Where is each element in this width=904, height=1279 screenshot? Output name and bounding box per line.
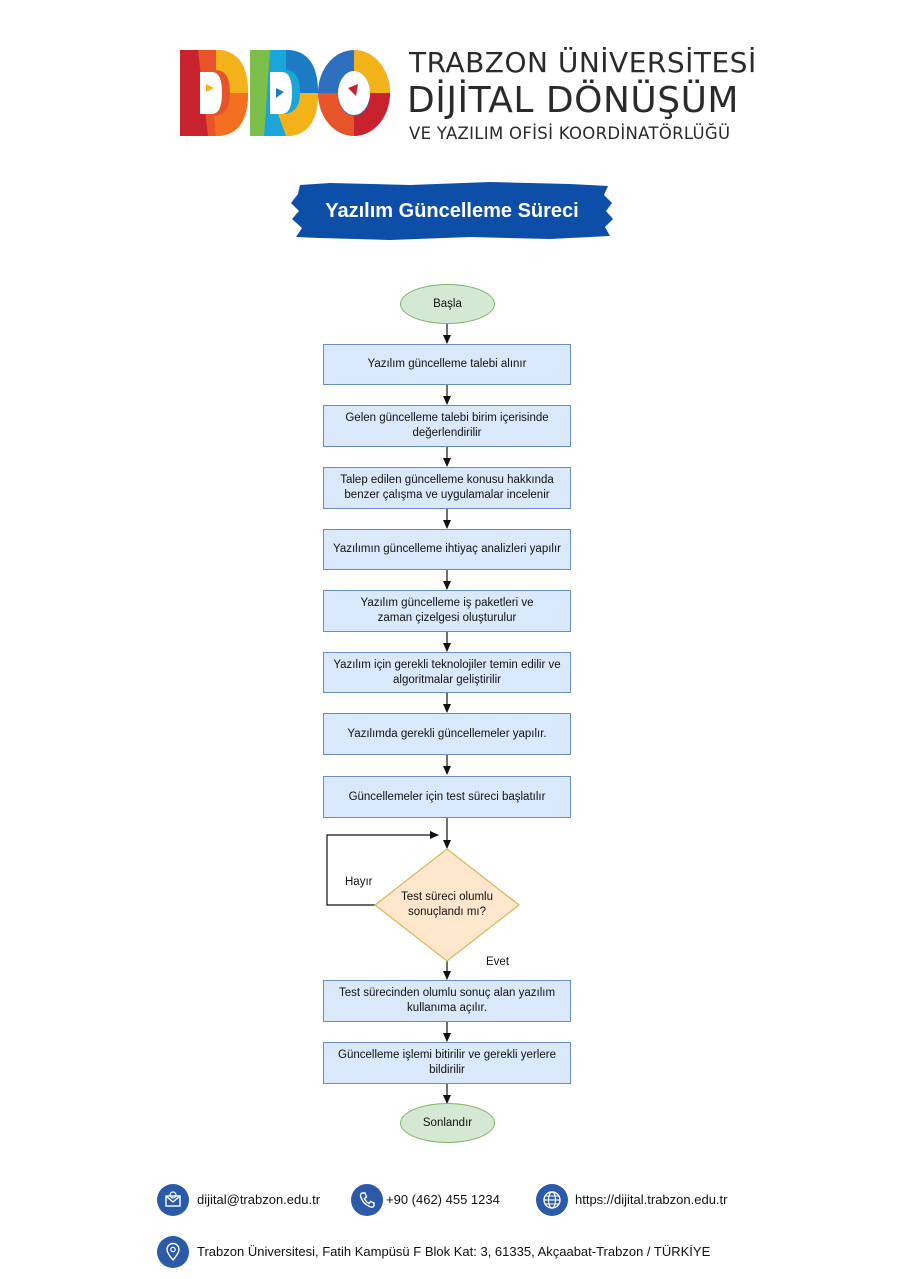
website-link[interactable]: https://dijital.trabzon.edu.tr [575, 1192, 728, 1207]
process-step-5: Yazılım güncelleme iş paketleri ve zaman… [323, 590, 571, 632]
start-node: Başla [400, 284, 495, 324]
phone-link[interactable]: +90 (462) 455 1234 [386, 1192, 500, 1207]
address-text: Trabzon Üniversitesi, Fatih Kampüsü F Bl… [197, 1244, 711, 1259]
process-step-2: Gelen güncelleme talebi birim içerisinde… [323, 405, 571, 447]
process-step-6: Yazılım için gerekli teknolojiler temin … [323, 652, 571, 693]
title-banner [291, 182, 613, 240]
process-step-7: Yazılımda gerekli güncellemeler yapılır. [323, 713, 571, 755]
decision-diamond [374, 848, 520, 962]
globe-icon [536, 1184, 568, 1216]
org-name-line1: TRABZON ÜNİVERSİTESİ [409, 46, 757, 79]
phone-icon [351, 1184, 383, 1216]
org-name-line2: DİJİTAL DÖNÜŞÜM [407, 80, 739, 121]
email-link[interactable]: dijital@trabzon.edu.tr [197, 1192, 321, 1207]
email-icon [157, 1184, 189, 1216]
process-step-3: Talep edilen güncelleme konusu hakkında … [323, 467, 571, 509]
process-step-1: Yazılım güncelleme talebi alınır [323, 344, 571, 385]
no-label: Hayır [345, 876, 373, 888]
decision-text: Test süreci olumlu sonuçlandı mı? [400, 891, 494, 918]
process-step-4: Yazılımın güncelleme ihtiyaç analizleri … [323, 529, 571, 570]
yes-label: Evet [486, 956, 510, 968]
location-pin-icon [157, 1236, 189, 1268]
page-title: Yazılım Güncelleme Süreci [325, 199, 579, 222]
process-step-10: Güncelleme işlemi bitirilir ve gerekli y… [323, 1042, 571, 1084]
no-loop-arrow [326, 831, 439, 906]
org-name-line3: VE YAZILIM OFİSİ KOORDİNATÖRLÜĞÜ [409, 124, 731, 143]
process-step-9: Test sürecinden olumlu sonuç alan yazılı… [323, 980, 571, 1022]
ddo-logo-icon [180, 50, 390, 136]
end-node: Sonlandır [400, 1103, 495, 1143]
process-step-8: Güncellemeler için test süreci başlatılı… [323, 776, 571, 818]
